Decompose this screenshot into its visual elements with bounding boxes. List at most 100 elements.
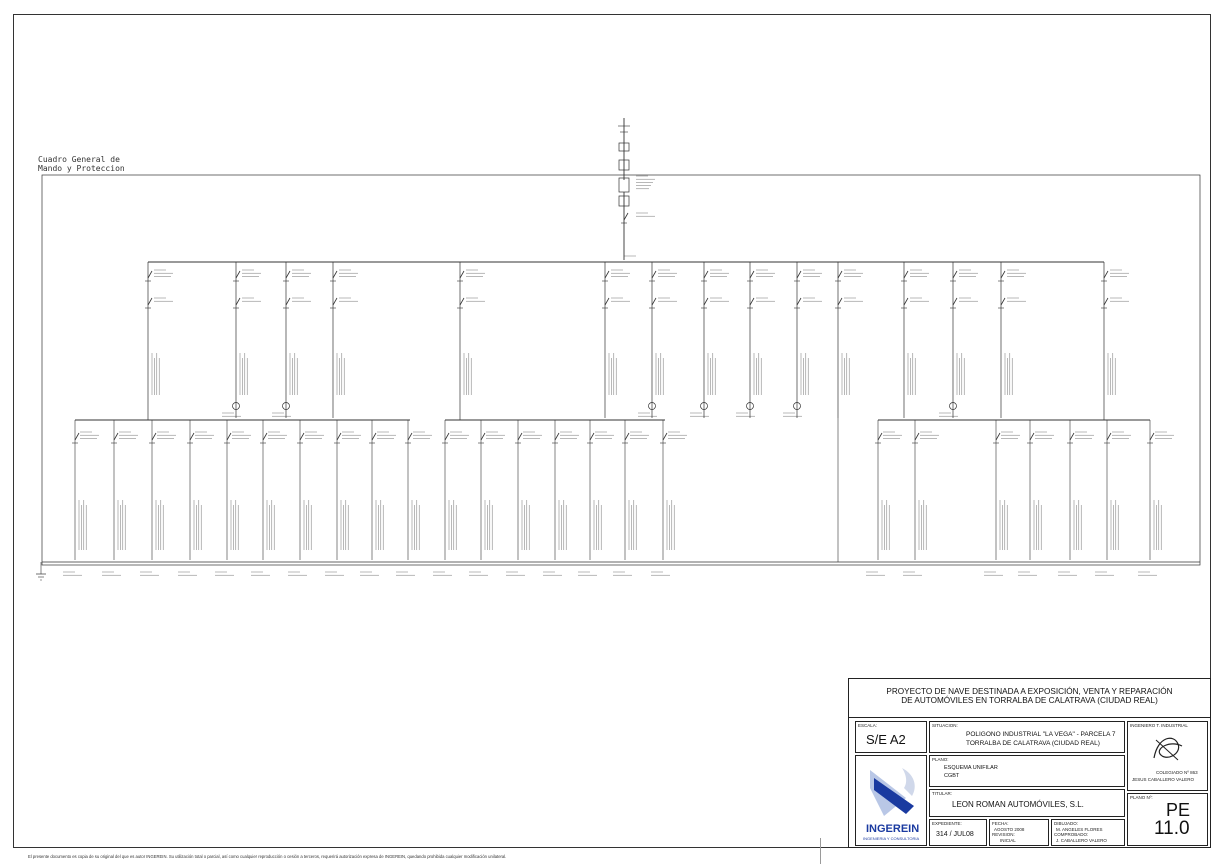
upper-load-circle-3 [700, 402, 708, 410]
upper-breaker-7-contact [703, 297, 709, 306]
project-title-line2: DE AUTOMÓVILES EN TORRALBA DE CALATRAVA … [901, 696, 1158, 705]
upper-diff-0-contact [147, 270, 153, 279]
fecha-cell: FECHA: AGOSTO 2008 REVISION: INICIAL [989, 819, 1049, 846]
upper-breaker-3-contact [332, 297, 338, 306]
titular-cell: TITULAR: LEON ROMAN AUTOMÓVILES, S.L. [929, 789, 1125, 817]
upper-load-circle-6 [949, 402, 957, 410]
upper-diff-3-contact [332, 270, 338, 279]
lower-breaker-7-contact [336, 432, 342, 441]
plano-label: PLANO: [932, 757, 949, 762]
project-title: PROYECTO DE NAVE DESTINADA A EXPOSICIÓN,… [849, 679, 1210, 718]
upper-breaker-8-contact [749, 297, 755, 306]
upper-breaker-2-contact [285, 297, 291, 306]
signature-icon [1153, 737, 1183, 761]
sheet-divider [820, 838, 821, 864]
situacion-line1: POLIGONO INDUSTRIAL "LA VEGA" - PARCELA … [966, 731, 1116, 738]
lower-breaker-9-contact [407, 432, 413, 441]
titular-value: LEON ROMAN AUTOMÓVILES, S.L. [952, 800, 1084, 809]
logo-sub: INGENIERIA Y CONSULTORIA [863, 836, 920, 841]
panel-title-line2: Mando y Proteccion [38, 164, 125, 173]
upper-diff-13-contact [1000, 270, 1006, 279]
title-block: PROYECTO DE NAVE DESTINADA A EXPOSICIÓN,… [848, 678, 1211, 848]
upper-load-circle-2 [648, 402, 656, 410]
revision-label: REVISION: [992, 832, 1015, 837]
expediente-label: EXPEDIENTE: [932, 821, 962, 826]
lower-breaker-15-contact [624, 432, 630, 441]
lower-breaker-0-contact [74, 432, 80, 441]
ingerein-logo-icon [870, 768, 915, 816]
fecha-label: FECHA: [992, 821, 1009, 826]
dibujado-cell: DIBUJADO: M. ANGELES FLORES COMPROBADO: … [1051, 819, 1125, 846]
footer-disclaimer: El presente documento es copia de su ori… [28, 854, 507, 859]
plano-no-line2: 11.0 [1154, 818, 1190, 839]
meter-box [618, 142, 630, 152]
upper-breaker-13-contact [1000, 297, 1006, 306]
lower-breaker-16-contact [662, 432, 668, 441]
panel-title-line1: Cuadro General de [38, 155, 120, 164]
plano-no-cell: PLANO Nº: PE 11.0 [1127, 793, 1208, 846]
plano-cell: PLANO: ESQUEMA UNIFILAR CGBT [929, 755, 1125, 787]
fecha-value: AGOSTO 2008 [994, 827, 1025, 832]
upper-diff-11-contact [903, 270, 909, 279]
upper-breaker-1-contact [235, 297, 241, 306]
colegiado: COLEGIADO Nº 863 [1156, 770, 1198, 775]
lower-breaker-20-contact [1029, 432, 1035, 441]
lower-breaker-8-contact [371, 432, 377, 441]
dibujado-value: M. ANGELES FLORES [1056, 827, 1103, 832]
lower-breaker-19-contact [995, 432, 1001, 441]
lower-breaker-4-contact [226, 432, 232, 441]
lower-breaker-21-contact [1069, 432, 1075, 441]
titular-label: TITULAR: [932, 791, 953, 796]
comprobado-label: COMPROBADO: [1054, 832, 1089, 837]
drawing-sheet [13, 14, 1211, 848]
lower-breaker-6-contact [299, 432, 305, 441]
logo-cell: INGEREIN INGENIERIA Y CONSULTORIA [855, 755, 927, 846]
lower-breaker-3-contact [189, 432, 195, 441]
upper-load-circle-5 [793, 402, 801, 410]
lower-breaker-2-contact [151, 432, 157, 441]
upper-breaker-11-contact [903, 297, 909, 306]
lower-breaker-17-contact [877, 432, 883, 441]
ingeniero-cell: INGENIERO T. INDUSTRIAL COLEGIADO Nº 863… [1127, 721, 1208, 791]
ingeniero-label: INGENIERO T. INDUSTRIAL [1130, 723, 1188, 728]
dibujado-label: DIBUJADO: [1054, 821, 1079, 826]
upper-diff-1-contact [235, 270, 241, 279]
upper-breaker-14-contact [1103, 297, 1109, 306]
upper-breaker-0-contact [147, 297, 153, 306]
lower-breaker-14-contact [589, 432, 595, 441]
plano-line1: ESQUEMA UNIFILAR [944, 765, 998, 771]
lower-breaker-23-contact [1149, 432, 1155, 441]
expediente-value: 314 / JUL08 [936, 831, 974, 838]
upper-diff-9-contact [796, 270, 802, 279]
main-switch [618, 177, 630, 193]
upper-diff-10-contact [837, 270, 843, 279]
escala-label: ESCALA: [858, 723, 878, 728]
upper-load-circle-4 [746, 402, 754, 410]
ingeniero-name: JESUS CABALLERO VALERO [1132, 777, 1194, 782]
situacion-label: SITUACION: [932, 723, 958, 728]
escala-value: S/E A2 [866, 732, 906, 747]
lower-breaker-12-contact [517, 432, 523, 441]
upper-load-circle-0 [232, 402, 240, 410]
situacion-cell: SITUACION: POLIGONO INDUSTRIAL "LA VEGA"… [929, 721, 1125, 753]
lower-breaker-5-contact [262, 432, 268, 441]
upper-diff-4-contact [459, 270, 465, 279]
upper-diff-6-contact [651, 270, 657, 279]
upper-diff-14-contact [1103, 270, 1109, 279]
upper-diff-7-contact [703, 270, 709, 279]
lower-breaker-13-contact [554, 432, 560, 441]
fuse-box [618, 159, 630, 171]
upper-breaker-5-contact [604, 297, 610, 306]
plano-no-line1: PE [1166, 800, 1191, 820]
escala-cell: ESCALA: S/E A2 [855, 721, 927, 753]
upper-diff-5-contact [604, 270, 610, 279]
panel-enclosure [41, 174, 1201, 566]
revision-value: INICIAL [1000, 838, 1016, 843]
main-breaker-contact [623, 212, 629, 221]
upper-breaker-10-contact [837, 297, 843, 306]
logo-name: INGEREIN [866, 823, 920, 835]
lower-breaker-1-contact [113, 432, 119, 441]
lower-breaker-10-contact [444, 432, 450, 441]
lower-breaker-11-contact [480, 432, 486, 441]
